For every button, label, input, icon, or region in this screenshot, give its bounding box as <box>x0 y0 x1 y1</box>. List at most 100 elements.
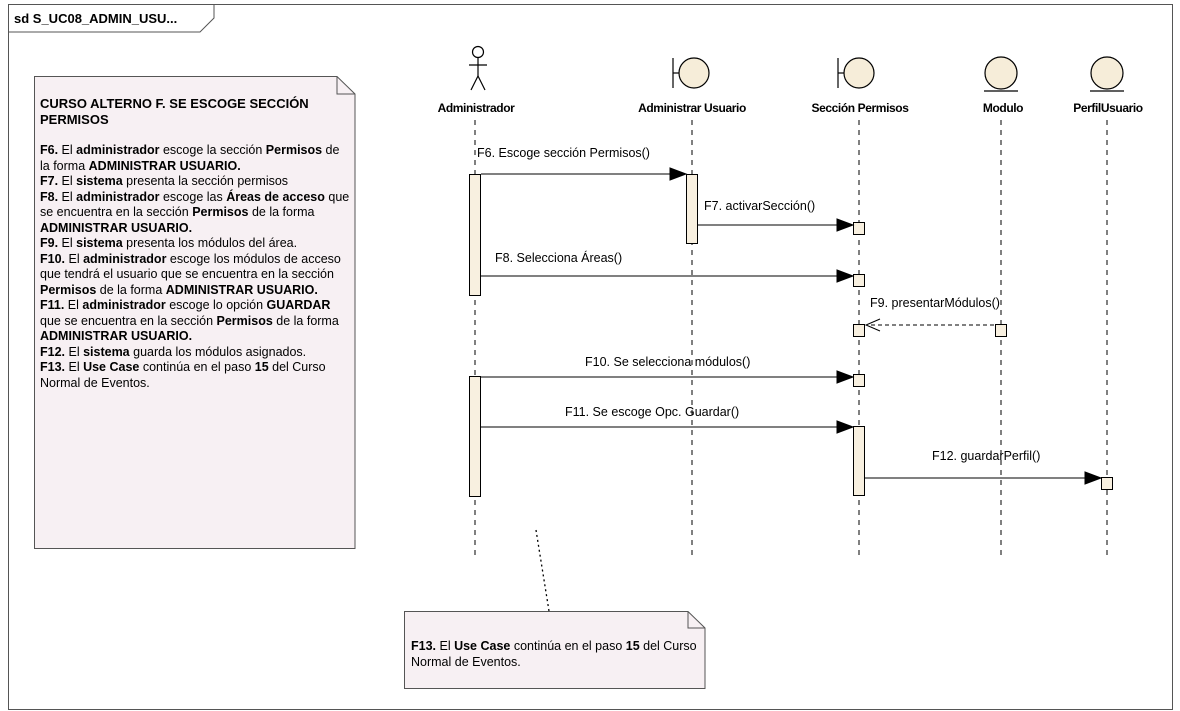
note-step-run: administrador <box>83 251 167 266</box>
note-step-run: F6. <box>40 143 59 157</box>
arrowhead <box>836 420 855 434</box>
note-step-run: administrador <box>76 189 160 204</box>
note-step-run: del Curso Normal de Eventos. <box>411 639 697 669</box>
note-step: F10. El administrador escoge los módulos… <box>40 252 352 299</box>
note-step-run: GUARDAR <box>266 298 331 312</box>
note-step-run: F7. <box>40 174 59 188</box>
activation-bar <box>853 222 865 235</box>
note-step-run: El <box>58 189 77 204</box>
note-step: F9. El sistema presenta los módulos del … <box>40 236 352 252</box>
bottom-note: F13. El Use Case continúa en el paso 15 … <box>411 639 701 670</box>
main-note-fold <box>336 76 355 95</box>
note-step: F6. El administrador escoge la sección P… <box>40 143 352 174</box>
arrowhead <box>669 167 688 181</box>
note-step-run: El <box>65 360 84 374</box>
note-step-run: ADMINISTRAR USUARIO. <box>40 220 193 235</box>
note-step-run: sistema <box>76 174 123 188</box>
note-step: F12. El sistema guarda los módulos asign… <box>40 345 352 361</box>
note-step-run: Áreas de acceso <box>226 189 325 204</box>
note-step-run: sistema <box>83 344 130 359</box>
note-step-run: El <box>65 344 84 359</box>
note-step-run: El <box>64 298 83 312</box>
note-step: F13. El Use Case continúa en el paso 15 … <box>411 639 701 670</box>
participant-label: Administrador <box>438 101 516 115</box>
note-step-run: de la forma <box>248 205 315 219</box>
note-step-run: escoge lo opción <box>165 298 267 312</box>
bottom-note-steps: F13. El Use Case continúa en el paso 15 … <box>411 639 701 670</box>
message-label: F10. Se selecciona módulos() <box>585 355 750 369</box>
activation-bar <box>469 376 481 497</box>
note-step-run: F13. <box>411 639 437 653</box>
entity-icon <box>984 56 1018 92</box>
note-step-run: Permisos <box>216 313 273 328</box>
note-step-run: ADMINISTRAR USUARIO. <box>40 329 193 343</box>
note-step-run: de la forma <box>40 143 340 173</box>
note-step-run: guarda los módulos asignados. <box>129 344 307 359</box>
note-step-run: de la forma <box>96 282 166 297</box>
activation-bar <box>853 426 865 496</box>
note-step-run: continúa en el paso <box>510 639 626 653</box>
note-step-run: que se encuentra en la sección <box>40 189 350 220</box>
activation-bar <box>686 174 698 244</box>
participant-label: Administrar Usuario <box>638 101 746 115</box>
note-step: F13. El Use Case continúa en el paso 15 … <box>40 360 352 391</box>
actor-icon <box>469 45 487 91</box>
note-step-run: El <box>58 236 77 250</box>
note-step-run: escoge las <box>159 189 227 204</box>
note-step-run: del Curso Normal de Eventos. <box>40 360 326 390</box>
note-step: F8. El administrador escoge las Áreas de… <box>40 190 352 237</box>
participant-label: Modulo <box>983 101 1023 115</box>
arrowhead <box>1084 471 1103 485</box>
note-step-run: ADMINISTRAR USUARIO. <box>88 158 241 173</box>
message-label: F12. guardarPerfil() <box>932 449 1040 463</box>
note-step-run: F11. <box>40 298 65 312</box>
note-step-run: Permisos <box>40 282 97 297</box>
frame-title: sd S_UC08_ADMIN_USU... <box>14 11 177 26</box>
note-step-run: El <box>65 251 84 266</box>
main-note-title: CURSO ALTERNO F. SE ESCOGE SECCIÓN PERMI… <box>40 96 309 127</box>
note-step-run: El <box>436 639 455 653</box>
note-step-run: escoge la sección <box>159 143 266 157</box>
note-step-run: de la forma <box>272 313 339 328</box>
note-step-run: que se encuentra en la sección <box>40 313 217 328</box>
arrowhead <box>836 370 855 384</box>
activation-bar <box>853 324 865 337</box>
message-label: F6. Escoge sección Permisos() <box>477 146 650 160</box>
main-note-shape <box>34 76 356 549</box>
message-label: F9. presentarMódulos() <box>870 296 1000 310</box>
activation-bar <box>853 274 865 287</box>
note-step: F7. El sistema presenta la sección permi… <box>40 174 352 190</box>
note-anchor-line <box>535 529 550 612</box>
note-step-run: El <box>58 174 77 188</box>
entity-icon <box>1090 56 1124 92</box>
message-label: F8. Selecciona Áreas() <box>495 250 622 265</box>
note-step-run: escoge los módulos de acceso que tendrá … <box>40 251 341 282</box>
arrowhead <box>836 218 855 232</box>
note-step-run: ADMINISTRAR USUARIO. <box>165 282 318 297</box>
activation-bar <box>1101 477 1113 490</box>
note-step-run: Permisos <box>265 143 323 157</box>
note-step-run: 15 <box>625 639 640 653</box>
note-step-run: F12. <box>40 344 66 359</box>
boundary-icon <box>672 57 710 89</box>
note-step-run: continúa en el paso <box>139 360 255 374</box>
arrowhead <box>864 318 881 332</box>
participant-label: PerfilUsuario <box>1073 101 1143 115</box>
main-note-steps: F6. El administrador escoge la sección P… <box>40 143 352 391</box>
note-step-run: Permisos <box>192 205 249 219</box>
message-label: F11. Se escoge Opc. Guardar() <box>565 405 739 419</box>
message-label: F7. activarSección() <box>704 199 815 213</box>
note-step-run: F10. <box>40 251 66 266</box>
frame-title-tab <box>8 4 215 33</box>
note-step-run: presenta la sección permisos <box>122 174 289 188</box>
note-step-run: El <box>58 143 77 157</box>
note-step-run: presenta los módulos del área. <box>122 236 298 250</box>
main-note: CURSO ALTERNO F. SE ESCOGE SECCIÓN PERMI… <box>40 96 352 391</box>
activation-bar <box>469 174 481 296</box>
note-step-run: 15 <box>254 360 269 374</box>
note-step-run: F13. <box>40 360 66 374</box>
bottom-note-shape <box>404 611 706 689</box>
arrowhead <box>836 269 855 283</box>
bottom-note-fold <box>687 611 705 629</box>
